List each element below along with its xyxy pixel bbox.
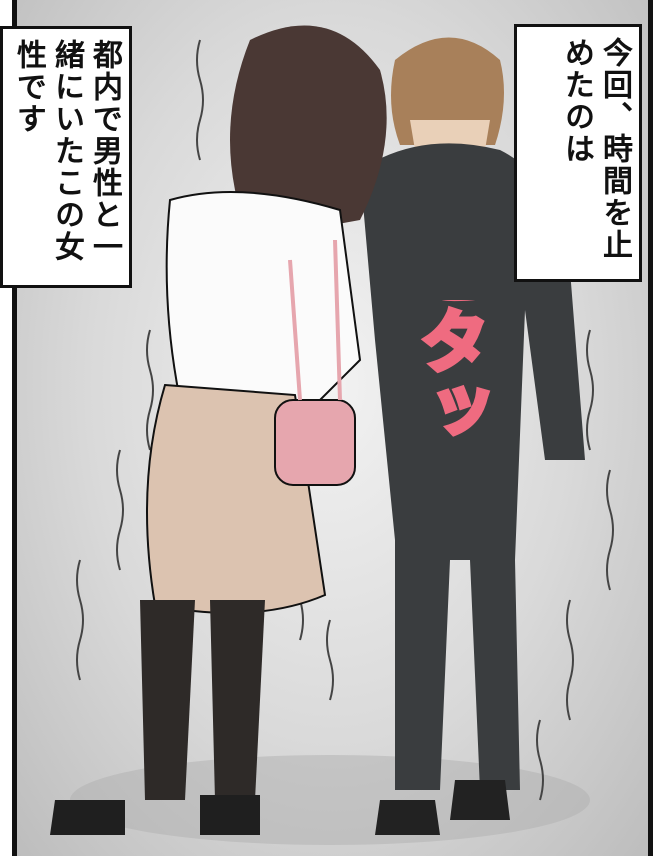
caption-box-left: 都内で男性と一緒にいたこの女性です (0, 26, 132, 288)
man-hair (391, 37, 504, 145)
man-shoe (375, 800, 440, 835)
woman-figure (50, 25, 387, 835)
sfx-text: ピタッ (409, 300, 491, 445)
man-figure (360, 37, 585, 835)
woman-blouse (165, 191, 362, 401)
man-suit (360, 143, 585, 791)
woman-shoe (50, 800, 125, 835)
woman-hair (230, 25, 387, 240)
sound-effect: ピタッ (407, 300, 494, 448)
pink-bag (274, 399, 356, 486)
trembling-lines (76, 39, 614, 801)
caption-box-right: 今回、時間を止めたのは (514, 24, 642, 282)
woman-leg (140, 600, 195, 800)
